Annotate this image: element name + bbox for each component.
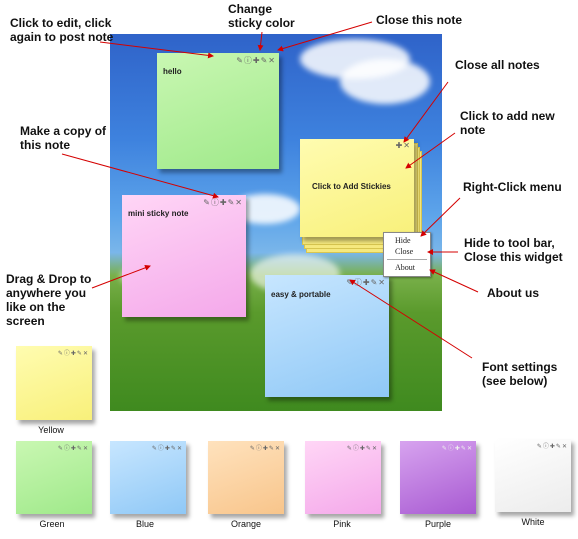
swatch-blue[interactable]: ✎ⓘ✚✎✕ <box>110 441 186 514</box>
swatch-yellow[interactable]: ✎ⓘ✚✎✕ <box>16 346 92 420</box>
plus-icon[interactable]: ✚ <box>395 141 404 150</box>
swatch-toolbar: ✎ⓘ✚✎✕ <box>441 446 473 452</box>
plus-icon[interactable]: ✚ <box>252 56 261 65</box>
callout-edit: Click to edit, click again to post note <box>10 16 114 44</box>
note-title[interactable]: hello <box>163 67 182 76</box>
callout-font-settings: Font settings (see below) <box>482 360 558 388</box>
swatch-toolbar: ✎ⓘ✚✎✕ <box>346 446 378 452</box>
swatch-toolbar: ✎ⓘ✚✎✕ <box>151 446 183 452</box>
color-icon[interactable]: ✎ <box>370 278 379 287</box>
swatch-toolbar: ✎ⓘ✚✎✕ <box>249 446 281 452</box>
swatch-label-purple: Purple <box>424 519 451 529</box>
plus-icon[interactable]: ✚ <box>219 198 228 207</box>
swatch-white[interactable]: ✎ⓘ✚✎✕ <box>495 439 571 512</box>
callout-add-note: Click to add new note <box>460 109 555 137</box>
menu-separator <box>387 259 427 260</box>
close-icon[interactable]: ✕ <box>235 198 243 207</box>
callout-change-color: Change sticky color <box>228 2 295 30</box>
close-icon[interactable]: ✕ <box>403 141 411 150</box>
color-icon[interactable]: ✎ <box>227 198 236 207</box>
swatch-label-yellow: Yellow <box>38 425 64 435</box>
plus-icon[interactable]: ✚ <box>362 278 371 287</box>
close-icon[interactable]: ✕ <box>378 278 386 287</box>
callout-close-all: Close all notes <box>455 58 540 72</box>
swatch-label-green: Green <box>39 519 65 529</box>
swatch-toolbar: ✎ⓘ✚✎✕ <box>57 351 89 357</box>
swatch-label-blue: Blue <box>135 519 154 529</box>
swatch-purple[interactable]: ✎ⓘ✚✎✕ <box>400 441 476 514</box>
callout-right-click: Right-Click menu <box>463 180 562 194</box>
sticky-note-blue[interactable]: easy & portable ✎ⓘ✚✎✕ <box>265 275 389 397</box>
pencil-icon[interactable]: ✎ <box>236 56 244 65</box>
callout-about-us: About us <box>487 286 539 300</box>
color-icon[interactable]: ✎ <box>260 56 269 65</box>
info-icon[interactable]: ⓘ <box>243 56 253 65</box>
note-title[interactable]: mini sticky note <box>128 209 189 218</box>
swatch-toolbar: ✎ⓘ✚✎✕ <box>536 444 568 450</box>
callout-make-copy: Make a copy of this note <box>20 124 107 152</box>
note-toolbar: ✎ⓘ✚✎✕ <box>236 55 276 66</box>
swatch-orange[interactable]: ✎ⓘ✚✎✕ <box>208 441 284 514</box>
menu-item-close[interactable]: Close <box>395 247 414 256</box>
sticky-stack-top[interactable]: Click to Add Stickies ✚✕ <box>300 139 414 237</box>
swatch-pink[interactable]: ✎ⓘ✚✎✕ <box>305 441 381 514</box>
close-icon[interactable]: ✕ <box>268 56 276 65</box>
stack-toolbar: ✚✕ <box>396 141 411 150</box>
swatch-toolbar: ✎ⓘ✚✎✕ <box>57 446 89 452</box>
swatch-label-white: White <box>521 517 545 527</box>
sticky-note-green[interactable]: hello ✎ⓘ✚✎✕ <box>157 53 279 169</box>
info-icon[interactable]: ⓘ <box>353 278 363 287</box>
sticky-note-pink[interactable]: mini sticky note ✎ⓘ✚✎✕ <box>122 195 246 317</box>
swatch-label-orange: Orange <box>230 519 262 529</box>
swatch-label-pink: Pink <box>333 519 351 529</box>
info-icon[interactable]: ⓘ <box>210 198 220 207</box>
pencil-icon[interactable]: ✎ <box>203 198 211 207</box>
callout-hide-close: Hide to tool bar, Close this widget <box>464 236 563 264</box>
menu-item-hide[interactable]: Hide <box>395 236 411 245</box>
swatch-green[interactable]: ✎ⓘ✚✎✕ <box>16 441 92 514</box>
context-menu: Hide Close About <box>383 232 431 277</box>
menu-item-about[interactable]: About <box>395 263 415 272</box>
callout-drag-drop: Drag & Drop to anywhere you like on the … <box>6 272 92 328</box>
callout-close-note: Close this note <box>376 13 463 27</box>
note-toolbar: ✎ⓘ✚✎✕ <box>203 197 243 208</box>
note-title[interactable]: easy & portable <box>271 290 331 299</box>
stack-title[interactable]: Click to Add Stickies <box>312 182 391 191</box>
